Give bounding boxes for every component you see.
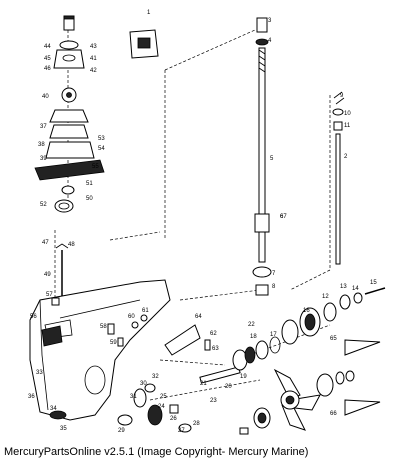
- label-l4: 4: [268, 38, 272, 44]
- label-l3: 3: [268, 18, 272, 24]
- label-l11: 11: [344, 123, 351, 129]
- pump-face-plate: [49, 109, 89, 123]
- water-pump-body: [53, 49, 85, 69]
- label-l32: 32: [152, 374, 159, 380]
- label-l36: 36: [28, 394, 35, 400]
- prop-nose-cones: [344, 339, 381, 416]
- shift-shaft: [332, 91, 345, 265]
- label-l31: 31: [130, 394, 137, 400]
- part-number-labels: 1 2 3 4 5 6 7 8 9 10 11 12 13 14 15 16 1…: [28, 10, 377, 434]
- label-l47: 47: [42, 240, 49, 246]
- label-l10: 10: [344, 111, 351, 117]
- label-l12: 12: [322, 294, 329, 300]
- label-l64: 64: [195, 314, 202, 320]
- label-l35: 35: [60, 426, 67, 432]
- label-l42: 42: [90, 68, 97, 74]
- label-l38: 38: [38, 142, 45, 148]
- label-l33: 33: [36, 370, 43, 376]
- thrust-hub: [316, 373, 334, 397]
- drive-shaft: [252, 17, 272, 296]
- label-l41: 41: [90, 56, 97, 62]
- label-l43: 43: [90, 44, 97, 50]
- label-l56: 56: [30, 314, 37, 320]
- pump-base: [45, 141, 95, 159]
- label-l52: 52: [40, 202, 47, 208]
- label-l58: 58: [100, 324, 107, 330]
- label-l61: 61: [142, 308, 149, 314]
- label-l16: 16: [303, 308, 310, 314]
- label-l48: 48: [68, 242, 75, 248]
- image-caption: MercuryPartsOnline v2.5.1 (Image Copyrig…: [4, 446, 309, 458]
- label-l7: 7: [272, 271, 276, 277]
- label-l22: 22: [248, 322, 255, 328]
- label-l34: 34: [50, 406, 57, 412]
- label-l9: 9: [340, 93, 344, 99]
- label-l23: 23: [210, 398, 217, 404]
- trim-tab: [164, 324, 211, 356]
- label-l30: 30: [140, 381, 147, 387]
- label-l46: 46: [44, 66, 51, 72]
- label-l29: 29: [118, 428, 125, 434]
- label-l2: 2: [344, 154, 348, 160]
- gear-housing: [29, 279, 171, 421]
- label-l66: 66: [330, 411, 337, 417]
- label-l24: 24: [158, 404, 165, 410]
- label-l55: 55: [92, 164, 99, 170]
- label-l54: 54: [98, 146, 105, 152]
- water-tube: [55, 243, 69, 300]
- label-l6: 6: [280, 214, 284, 220]
- label-l53: 53: [98, 136, 105, 142]
- label-l13: 13: [340, 284, 347, 290]
- o-ring: [54, 199, 74, 213]
- label-l62: 62: [210, 331, 217, 337]
- housing-hardware: [51, 297, 148, 347]
- label-l49: 49: [44, 272, 51, 278]
- label-l8: 8: [272, 284, 276, 290]
- label-l65: 65: [330, 336, 337, 342]
- oil-seal: [61, 185, 75, 195]
- gear-housing-skeg: [49, 410, 67, 420]
- label-l19: 19: [240, 374, 247, 380]
- decal-plate: [129, 29, 159, 59]
- lower-drive-parts: [117, 383, 192, 433]
- pump-gasket: [49, 124, 89, 139]
- pump-cover-seal: [59, 40, 79, 50]
- label-l27: 27: [178, 428, 185, 434]
- label-l45: 45: [44, 56, 51, 62]
- pinion-gear: [255, 284, 269, 296]
- label-l18: 18: [250, 334, 257, 340]
- label-l26: 26: [170, 416, 177, 422]
- drive-shaft-bearing: [252, 266, 272, 278]
- water-pump-base-plate: [34, 159, 105, 181]
- label-l67: 67: [280, 214, 287, 220]
- label-l63: 63: [212, 346, 219, 352]
- label-l44: 44: [44, 44, 51, 50]
- propeller: [273, 368, 321, 431]
- label-l17: 17: [270, 332, 277, 338]
- label-l28: 28: [193, 421, 200, 427]
- label-l15: 15: [370, 280, 377, 286]
- label-l20: 20: [225, 384, 232, 390]
- reverse-gear: [281, 319, 299, 345]
- label-l50: 50: [86, 196, 93, 202]
- label-l25: 25: [160, 394, 167, 400]
- label-l40: 40: [42, 94, 49, 100]
- exploded-parts-diagram: 1 2 3 4 5 6 7 8 9 10 11 12 13 14 15 16 1…: [28, 10, 386, 435]
- label-l39: 39: [40, 156, 47, 162]
- label-l14: 14: [352, 286, 359, 292]
- label-l21: 21: [200, 381, 207, 387]
- label-l1: 1: [147, 10, 151, 16]
- prop-hardware: [239, 370, 355, 435]
- label-l60: 60: [128, 314, 135, 320]
- label-l59: 59: [110, 340, 117, 346]
- water-pump-stack: [34, 15, 105, 213]
- label-l37: 37: [40, 124, 47, 130]
- label-l51: 51: [86, 181, 93, 187]
- label-l57: 57: [46, 292, 53, 298]
- propeller-shaft-assembly: [199, 287, 386, 384]
- label-l5: 5: [270, 156, 274, 162]
